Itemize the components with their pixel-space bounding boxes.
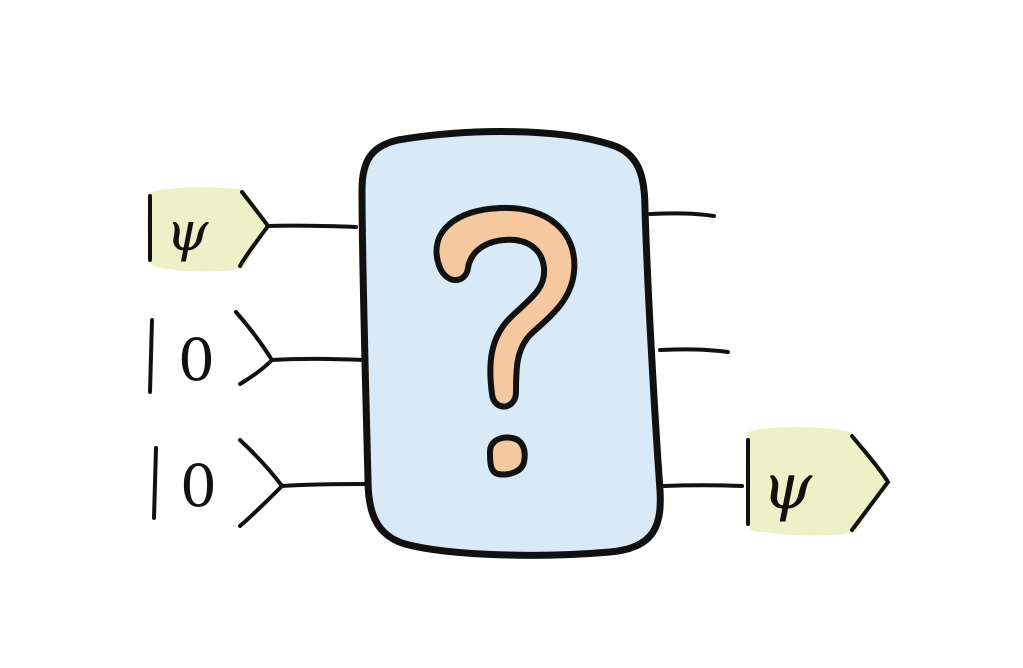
input-ket-2: 0 (148, 310, 275, 394)
question-mark-icon (433, 204, 578, 410)
input-ket-3: 0 (152, 438, 285, 528)
input-wire-1 (266, 223, 358, 229)
ket-angle (238, 438, 285, 528)
question-mark-dot (487, 434, 528, 478)
output-wire-3 (662, 483, 744, 488)
output-wire-1 (648, 211, 716, 218)
input-ket-1: ψ (148, 190, 271, 268)
ket-angle (234, 310, 275, 386)
ket-state-label: ψ (762, 450, 813, 524)
input-wire-2 (270, 356, 368, 362)
output-ket-3: ψ (746, 434, 891, 532)
ket-angle (238, 190, 271, 268)
ket-bar (148, 318, 154, 394)
ket-state-label: 0 (178, 326, 215, 394)
input-wire-3 (280, 482, 368, 488)
input-psi-highlight (147, 187, 268, 272)
ket-state-label: ψ (166, 200, 209, 263)
ket-bar (152, 446, 158, 520)
ket-state-label: 0 (180, 452, 217, 520)
output-psi-highlight (745, 426, 888, 536)
ket-angle (850, 434, 891, 532)
output-wire-2 (658, 347, 730, 354)
